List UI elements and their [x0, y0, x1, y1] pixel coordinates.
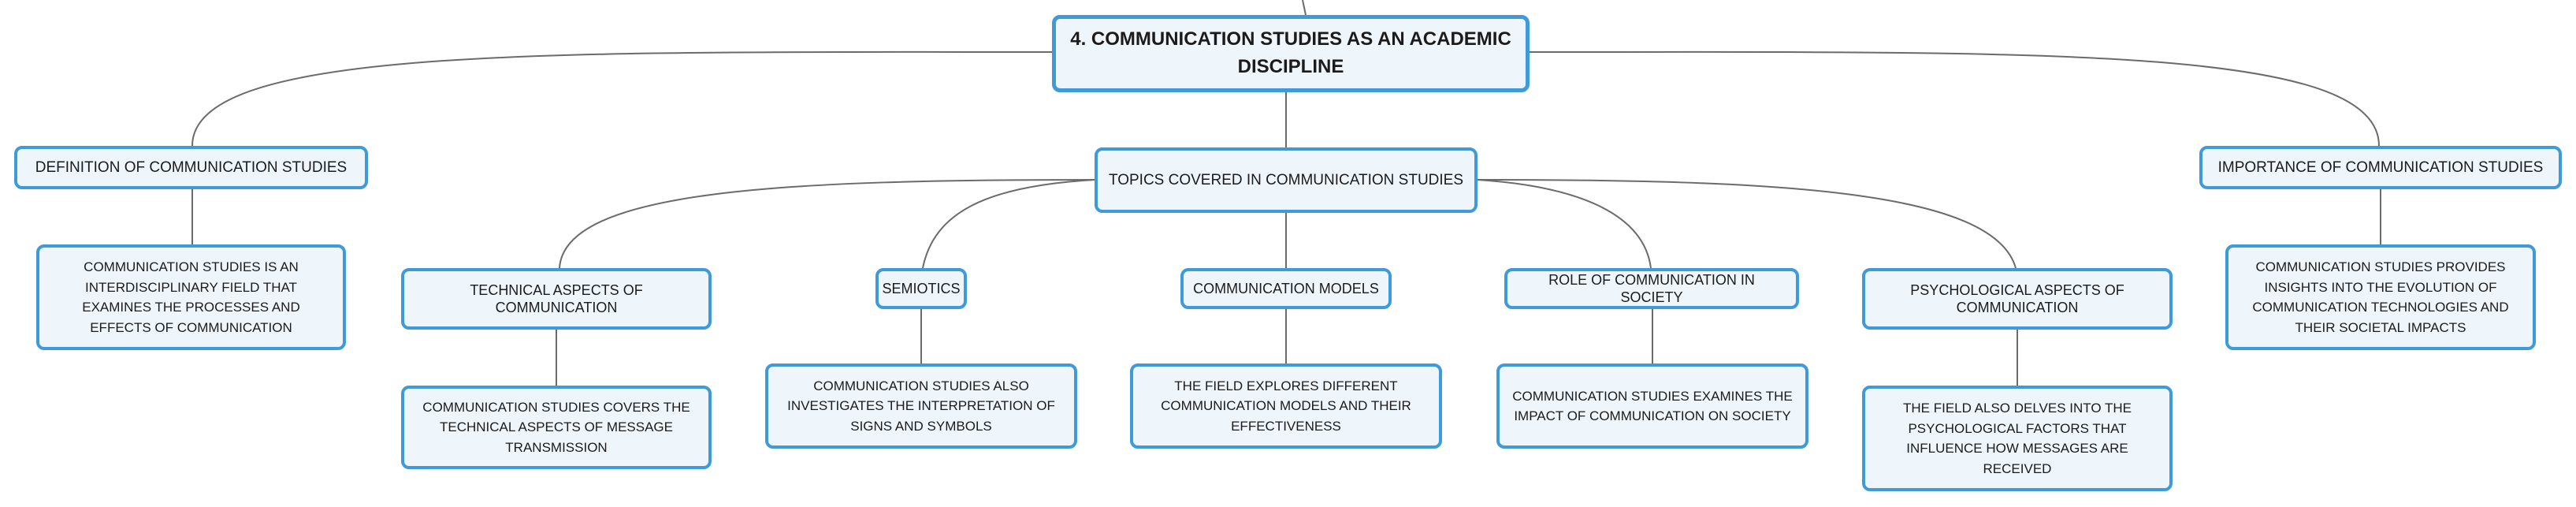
subtopic-technical-detail-node[interactable]: COMMUNICATION STUDIES COVERS THE TECHNIC… — [401, 386, 712, 469]
importance-detail-node[interactable]: COMMUNICATION STUDIES PROVIDES INSIGHTS … — [2225, 244, 2536, 350]
connector-root-importance — [1529, 50, 2380, 147]
subtopic-semiotics-node[interactable]: SEMIOTICS — [875, 268, 967, 309]
importance-node[interactable]: IMPORTANCE OF COMMUNICATION STUDIES — [2199, 146, 2562, 189]
subtopic-society-detail-node[interactable]: COMMUNICATION STUDIES EXAMINES THE IMPAC… — [1496, 363, 1808, 449]
connector-topics-society — [1477, 179, 1652, 269]
importance-node-label: IMPORTANCE OF COMMUNICATION STUDIES — [2217, 158, 2544, 176]
subtopic-models-label: COMMUNICATION MODELS — [1193, 280, 1379, 296]
definition-node[interactable]: DEFINITION OF COMMUNICATION STUDIES — [14, 146, 368, 189]
subtopic-psych-detail-label: THE FIELD ALSO DELVES INTO THE PSYCHOLOG… — [1902, 401, 2132, 476]
connector-topics-psych — [1477, 179, 2017, 269]
subtopic-technical-detail-label: COMMUNICATION STUDIES COVERS THE TECHNIC… — [422, 399, 690, 455]
subtopic-psych-label: PSYCHOLOGICAL ASPECTS OF COMMUNICATION — [1910, 281, 2124, 316]
subtopic-models-node[interactable]: COMMUNICATION MODELS — [1180, 268, 1392, 309]
subtopic-psych-node[interactable]: PSYCHOLOGICAL ASPECTS OF COMMUNICATION — [1862, 268, 2173, 330]
connector-root-parent — [1302, 0, 1307, 16]
subtopic-models-detail-label: THE FIELD EXPLORES DIFFERENT COMMUNICATI… — [1161, 378, 1411, 434]
subtopic-models-detail-node[interactable]: THE FIELD EXPLORES DIFFERENT COMMUNICATI… — [1130, 363, 1442, 449]
subtopic-society-label: ROLE OF COMMUNICATION IN SOCIETY — [1548, 271, 1755, 306]
root-node[interactable]: 4. COMMUNICATION STUDIES AS AN ACADEMIC … — [1052, 15, 1530, 92]
subtopic-semiotics-detail-node[interactable]: COMMUNICATION STUDIES ALSO INVESTIGATES … — [765, 363, 1077, 449]
definition-detail-node[interactable]: COMMUNICATION STUDIES IS AN INTERDISCIPL… — [36, 244, 346, 350]
subtopic-semiotics-detail-label: COMMUNICATION STUDIES ALSO INVESTIGATES … — [787, 378, 1055, 434]
subtopic-technical-label: TECHNICAL ASPECTS OF COMMUNICATION — [470, 281, 643, 316]
topics-node-label: TOPICS COVERED IN COMMUNICATION STUDIES — [1108, 171, 1464, 188]
connector-topics-technical — [559, 179, 1095, 269]
importance-detail-label: COMMUNICATION STUDIES PROVIDES INSIGHTS … — [2252, 259, 2509, 335]
topics-node[interactable]: TOPICS COVERED IN COMMUNICATION STUDIES — [1095, 147, 1478, 213]
subtopic-technical-node[interactable]: TECHNICAL ASPECTS OF COMMUNICATION — [401, 268, 712, 330]
root-node-label: 4. COMMUNICATION STUDIES AS AN ACADEMIC … — [1070, 28, 1511, 77]
subtopic-semiotics-label: SEMIOTICS — [882, 280, 961, 296]
definition-node-label: DEFINITION OF COMMUNICATION STUDIES — [35, 158, 348, 176]
subtopic-society-detail-label: COMMUNICATION STUDIES EXAMINES THE IMPAC… — [1512, 388, 1793, 424]
connector-root-definition — [191, 50, 1053, 147]
connector-topics-semiotics — [922, 179, 1095, 269]
subtopic-psych-detail-node[interactable]: THE FIELD ALSO DELVES INTO THE PSYCHOLOG… — [1862, 386, 2173, 491]
definition-detail-label: COMMUNICATION STUDIES IS AN INTERDISCIPL… — [82, 259, 300, 335]
subtopic-society-node[interactable]: ROLE OF COMMUNICATION IN SOCIETY — [1504, 268, 1799, 309]
